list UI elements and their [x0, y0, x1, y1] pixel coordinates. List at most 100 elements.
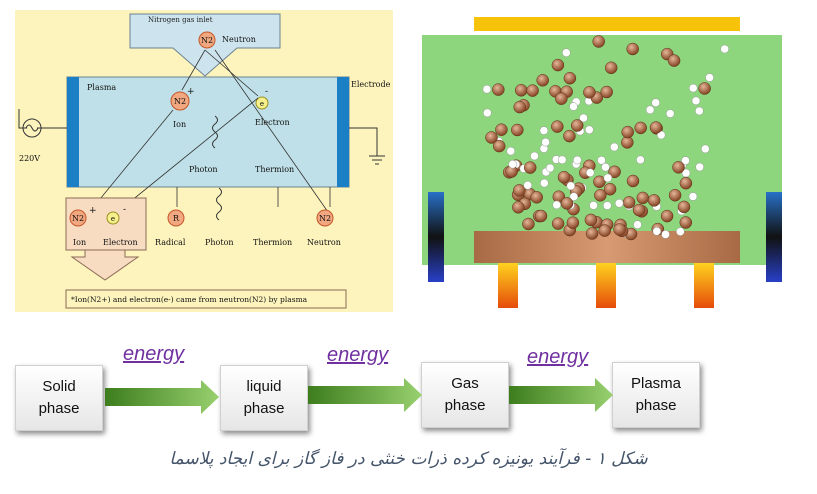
positive-ion-particle — [679, 176, 693, 190]
positive-ion-particle — [557, 170, 571, 184]
radical-particle — [167, 209, 185, 227]
n2-ion-molecule — [170, 91, 190, 111]
electron-particle — [695, 162, 704, 172]
gas-phase-line2: phase — [444, 397, 486, 414]
positive-ion-particle — [495, 123, 508, 136]
electron-particle — [705, 73, 714, 82]
positive-ion-particle — [603, 182, 617, 196]
left-electrode — [428, 192, 444, 282]
minus-sign-electron: - — [265, 87, 268, 97]
liquid-phase-line2: phase — [243, 400, 285, 417]
energy-label-2: energy — [327, 344, 389, 366]
electron-particle — [633, 220, 642, 229]
electron-particle — [688, 83, 698, 93]
n2-label-ion: N2 — [174, 97, 186, 106]
heater-3 — [694, 263, 714, 308]
arrow-gas-to-plasma — [509, 378, 613, 412]
positive-ion-particle — [523, 161, 537, 174]
positive-ion-particle — [585, 227, 599, 240]
electron-particle — [557, 155, 567, 165]
positive-ion-particle — [634, 121, 647, 135]
positive-ion-particle — [513, 184, 526, 197]
electron-particle — [545, 163, 555, 173]
nitrogen-inlet-label: Nitrogen gas inlet — [148, 16, 213, 24]
plasma-phase-line2: phase — [635, 397, 677, 414]
ion-label-product: Ion — [73, 238, 86, 247]
heater-1 — [498, 263, 518, 308]
electron-particle — [579, 113, 588, 123]
positive-ion-particle — [679, 216, 693, 229]
n2-label-product: N2 — [72, 214, 84, 223]
output-arrow — [70, 249, 140, 281]
top-electrode — [474, 17, 740, 31]
plasma-particles-illustration — [422, 17, 782, 308]
electrode-label: Electrode — [351, 80, 391, 89]
electron-particle — [562, 48, 571, 57]
electron-particle — [665, 109, 675, 118]
positive-ion-particle — [622, 196, 636, 209]
positive-ion-particle — [560, 197, 574, 210]
positive-ion-particle — [677, 200, 691, 214]
gas-phase-line1: Gas — [451, 375, 479, 392]
ground-icon — [369, 155, 385, 165]
photon-wave-product-icon — [216, 187, 222, 221]
plasma-label: Plasma — [87, 83, 116, 92]
electron-particle — [597, 156, 606, 165]
electron-label-product: Electron — [103, 238, 138, 247]
positive-ion-particle — [636, 191, 650, 205]
thermion-label-chamber: Thermion — [255, 165, 294, 174]
electron-particle — [688, 192, 698, 201]
electron-particle — [656, 130, 666, 140]
electron-particle — [506, 146, 516, 156]
positive-ion-particle — [584, 213, 598, 227]
sine-wave-icon — [25, 124, 39, 132]
positive-ion-particle — [672, 161, 685, 174]
positive-ion-particle — [598, 224, 611, 237]
electron-particle — [601, 162, 610, 172]
neutron-label-inlet: Neutron — [222, 35, 256, 44]
positive-ion-particle — [570, 119, 584, 132]
n2-ion-product — [69, 209, 87, 227]
positive-ion-particle — [668, 188, 682, 202]
n2-molecule-inlet — [198, 31, 216, 49]
electron-particle — [566, 181, 576, 191]
positive-ion-particle — [592, 35, 605, 48]
gas-phase-box: Gas phase — [421, 362, 509, 428]
electron-particle — [482, 84, 492, 94]
positive-ion-particle — [632, 203, 646, 217]
ion-label-chamber: Ion — [173, 120, 186, 129]
electron-particle — [589, 201, 598, 210]
electron-particle — [603, 173, 613, 183]
electron-label-chamber: Electron — [255, 118, 290, 127]
electron-particle — [636, 155, 645, 165]
positive-ion-particle — [551, 58, 565, 72]
solid-phase-box: Solid phase — [15, 365, 103, 431]
positive-ion-particle — [511, 123, 524, 137]
positive-ion-particle — [536, 74, 549, 87]
heater-2 — [596, 263, 616, 308]
positive-ion-particle — [522, 217, 535, 231]
electron-particle — [691, 96, 701, 106]
plasma-generation-diagram: Nitrogen gas inlet N2 Neutron Plasma Ele… — [15, 10, 393, 312]
arrow-liquid-to-gas — [308, 378, 422, 412]
positive-ion-particle — [583, 86, 596, 99]
positive-ion-particle — [555, 92, 568, 105]
r-label: R — [173, 214, 180, 223]
positive-ion-particle — [600, 85, 613, 99]
positive-ion-particle — [593, 175, 606, 189]
note-text: *Ion(N2+) and electron(e-) came from neu… — [71, 295, 308, 304]
electron-particle — [585, 168, 595, 177]
e-label-chamber: e — [260, 100, 264, 108]
photon-wave-icon — [212, 115, 218, 149]
n2-label-neutron: N2 — [319, 214, 331, 223]
radical-label: Radical — [155, 238, 186, 247]
electron-particle — [661, 230, 670, 239]
positive-ion-particle — [660, 209, 674, 223]
electron-particle — [610, 142, 619, 152]
reaction-arrows — [90, 49, 331, 213]
plasma-phase-line1: Plasma — [630, 375, 682, 392]
positive-ion-particle — [513, 100, 526, 114]
electron-particle — [614, 199, 624, 208]
positive-ion-particle — [492, 139, 506, 153]
electron-particle — [541, 137, 550, 147]
